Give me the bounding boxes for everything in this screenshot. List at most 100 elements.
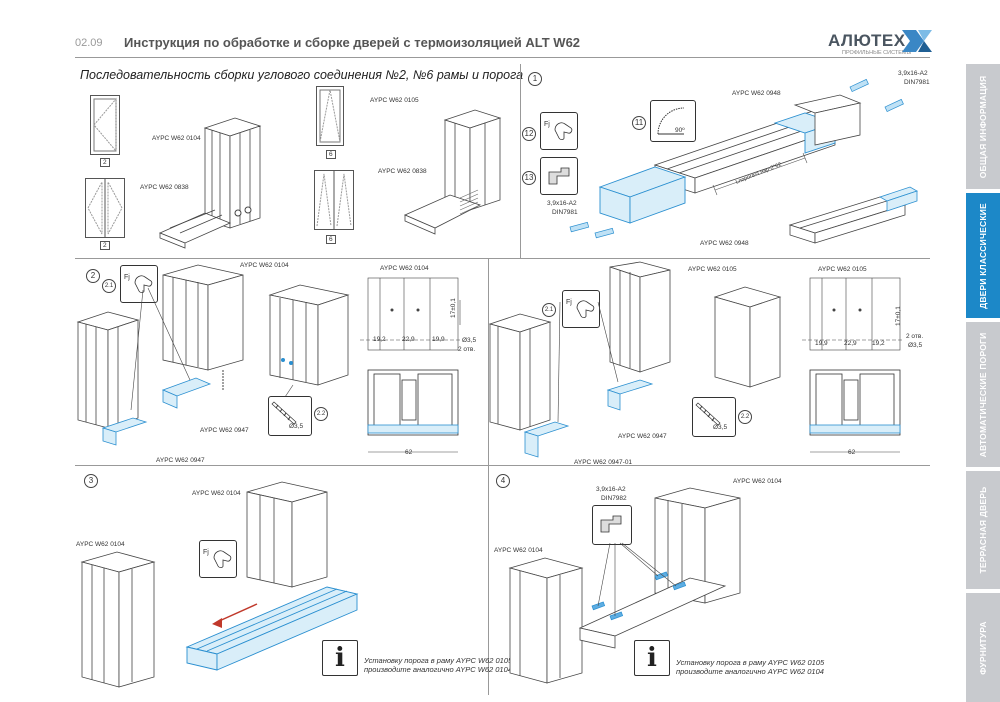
screw-spec: 3,9х16-A2 [898, 70, 928, 77]
hand-icon [213, 550, 232, 568]
window-icon-single [316, 86, 344, 146]
dim-holes-count: 2 отв. [458, 346, 476, 353]
threshold-install-drawing [80, 481, 359, 688]
threshold-screw-drawing [508, 487, 741, 684]
label-p0105: AYPC W62 0105 [818, 266, 867, 273]
label-p0947: AYPC W62 0947 [618, 433, 667, 440]
screw-spec: 3,9х16-A2 [547, 200, 577, 207]
label-p0104: AYPC W62 0104 [380, 265, 429, 272]
label-p0947: AYPC W62 0947 [200, 427, 249, 434]
angle-arc-icon [657, 107, 685, 135]
dim-hole: Ø3,5 [908, 342, 923, 349]
screwdriver-icon [600, 515, 622, 533]
threshold-drawing [569, 78, 904, 239]
logo-subtitle: ПРОФИЛЬНЫЕ СИСТЕМЫ [842, 50, 912, 56]
page-number: 02.09 [75, 37, 103, 49]
label-p0948: AYPC W62 0948 [700, 240, 749, 247]
tab-hardware[interactable]: ФУРНИТУРА [966, 593, 1000, 702]
angle-pictogram: 90º [650, 100, 696, 142]
step-number: 13 [522, 171, 536, 185]
label-p0104: AYPC W62 0104 [76, 541, 125, 548]
screw-spec: 3,9х16-A2 [596, 486, 626, 493]
info-icon: i [322, 640, 358, 676]
installation-note: Установку порога в раму AYPC W62 0105 пр… [676, 658, 825, 676]
dim-19-9: 19,9 [432, 336, 445, 343]
label-p0104: AYPC W62 0104 [152, 135, 201, 142]
dim-19-9: 19,9 [815, 340, 828, 347]
header-divider [75, 57, 930, 58]
divider-row1 [75, 258, 930, 259]
frame-corner-drawing [158, 117, 262, 249]
tab-terrace-door[interactable]: ТЕРРАСНАЯ ДВЕРЬ [966, 471, 1000, 589]
label-p0948: AYPC W62 0948 [732, 90, 781, 97]
step-number: 3 [84, 474, 98, 488]
logo-text: АЛЮТЕХ [828, 31, 906, 50]
hand-icon [576, 300, 595, 318]
step-number: 1 [528, 72, 542, 86]
screw-din: DIN7982 [601, 495, 627, 502]
step-number: 4 [496, 474, 510, 488]
window-id-box: 6 [326, 150, 336, 159]
step-number: 2 [86, 269, 100, 283]
dim-17: 17±0,1 [895, 306, 902, 326]
dim-hole: Ø3,5 [462, 337, 477, 344]
dim-62: 62 [405, 449, 413, 456]
label-p0104: AYPC W62 0104 [240, 262, 289, 269]
label-p0838: AYPC W62 0838 [378, 168, 427, 175]
window-id-box: 2 [100, 241, 110, 250]
installation-note: Установку порога в раму AYPC W62 0105 пр… [364, 656, 513, 674]
window-icon-double [85, 178, 125, 238]
dim-17: 17±0,1 [450, 298, 457, 318]
profile-section-drawing [360, 277, 461, 453]
tab-automatic-thresholds[interactable]: АВТОМАТИЧЕСКИЕ ПОРОГИ [966, 322, 1000, 467]
window-id-box: 6 [326, 235, 336, 244]
frame-corner-drawing [404, 109, 502, 235]
screw-din: DIN7981 [904, 79, 930, 86]
drill-icon [695, 402, 721, 426]
step-number: 2.1 [542, 303, 556, 317]
hand-icon [134, 275, 153, 293]
step-number: 2.2 [314, 407, 328, 421]
step-number: 11 [632, 116, 646, 130]
label-p0947: AYPC W62 0947 [156, 457, 205, 464]
divider-mid [488, 258, 489, 465]
divider-bottom [488, 465, 489, 695]
dim-22-9: 22,9 [844, 340, 857, 347]
divider-row2 [75, 465, 930, 466]
profile-section-drawing [802, 277, 902, 453]
section-title: Последовательность сборки углового соеди… [80, 68, 524, 82]
dim-62: 62 [848, 449, 856, 456]
step-number: 2.1 [102, 279, 116, 293]
dim-22-9: 22,9 [402, 336, 415, 343]
drill-pictogram: Ø3,5 [268, 396, 312, 436]
dim-holes-count: 2 отв. [906, 333, 924, 340]
threshold-small-drawing [788, 186, 918, 244]
dim-19-2: 19,2 [373, 336, 386, 343]
frame-assembly-drawing [76, 264, 350, 446]
screwdriver-pictogram [592, 505, 632, 545]
step-number: 2.2 [738, 410, 752, 424]
label-p0105: AYPC W62 0105 [688, 266, 737, 273]
hand-icon [554, 122, 573, 140]
label-p0104: AYPC W62 0104 [733, 478, 782, 485]
screwdriver-icon [548, 167, 570, 185]
screw-din: DIN7981 [552, 209, 578, 216]
drill-pictogram: Ø3,5 [692, 397, 736, 437]
label-p0105: AYPC W62 0105 [370, 97, 419, 104]
info-icon: i [634, 640, 670, 676]
document-title: Инструкция по обработке и сборке дверей … [124, 35, 581, 50]
window-icon-single [90, 95, 120, 155]
drill-icon [271, 401, 297, 425]
step-number: 12 [522, 127, 536, 141]
tab-classic-doors[interactable]: ДВЕРИ КЛАССИЧЕСКИЕ [966, 193, 1000, 318]
label-p0947-01: AYPC W62 0947-01 [574, 459, 633, 466]
window-id-box: 2 [100, 158, 110, 167]
frame-assembly-drawing [488, 261, 782, 458]
label-p0838: AYPC W62 0838 [140, 184, 189, 191]
label-p0104: AYPC W62 0104 [494, 547, 543, 554]
window-icon-double [314, 170, 354, 230]
dim-19-2: 19,2 [872, 340, 885, 347]
divider-top [520, 64, 521, 258]
tab-general-info[interactable]: ОБЩАЯ ИНФОРМАЦИЯ [966, 64, 1000, 189]
label-p0104: AYPC W62 0104 [192, 490, 241, 497]
